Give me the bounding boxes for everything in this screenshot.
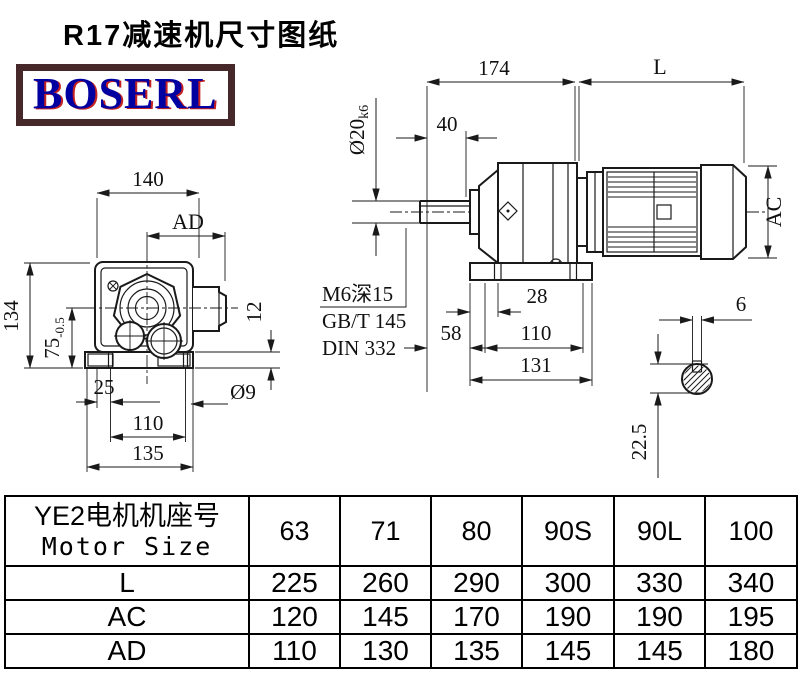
motor-body [602,167,702,257]
front-view-outline [84,250,238,384]
table-cell: 225 [248,565,341,601]
size-col-80: 80 [430,495,523,567]
table-cell: 145 [613,633,706,669]
dim-22-5: 22.5 [627,424,651,461]
table-cell: 290 [430,565,523,601]
table-cell: 120 [248,599,341,635]
row-label-ad: AD [4,633,250,669]
front-view: 140 AD 134 75-0.5 12 [0,167,280,472]
note-gb: GB/T 145 [322,309,406,333]
side-view: 174 L 40 Ø20k6 M6深15 GB/T 145 DIN 332 [320,54,786,392]
dim-140: 140 [132,167,164,191]
dim-ac: AC [761,197,786,228]
note-tap: M6深15 [322,282,393,306]
table-cell: 145 [339,599,432,635]
dim-12: 12 [242,302,266,323]
front-view-dimensions: 140 AD 134 75-0.5 12 [0,167,280,472]
dim-174: 174 [478,56,510,80]
size-col-90s: 90S [521,495,615,567]
dim-110-front: 110 [133,411,164,435]
table-cell: 145 [521,633,615,669]
page-title: R17减速机尺寸图纸 [63,20,340,52]
table-cell: 330 [613,565,706,601]
table-cell: 180 [704,633,798,669]
size-col-71: 71 [339,495,432,567]
dim-ad: AD [172,209,204,234]
side-flange [193,286,227,332]
row-label-ac: AC [4,599,250,635]
table-header-row: YE2电机机座号 Motor Size 63 71 80 90S 90L 100 [4,495,798,567]
size-col-90l: 90L [613,495,706,567]
size-col-100: 100 [704,495,798,567]
side-view-dimensions: 174 L 40 Ø20k6 M6深15 GB/T 145 DIN 332 [320,54,786,392]
shaft-section: 6 22.5 [627,292,752,478]
table-row-ac: AC 120 145 170 190 190 195 [4,599,798,635]
note-din: DIN 332 [322,336,396,360]
dim-28: 28 [527,284,548,308]
dim-d9: Ø9 [230,380,256,404]
dim-134: 134 [0,300,23,332]
table-cell: 260 [339,565,432,601]
technical-drawing: 140 AD 134 75-0.5 12 [0,54,786,478]
fan-cover [700,164,747,260]
table-cell: 190 [521,599,615,635]
logo-text: BOSERL [33,69,218,118]
side-view-outline [352,162,766,281]
table-cell: 340 [704,565,798,601]
keyway [691,360,703,373]
dim-58: 58 [441,321,462,345]
header-en: Motor Size [41,532,213,562]
dim-131: 131 [520,353,552,377]
row-label-l: L [4,565,250,601]
dim-75: 75-0.5 [40,317,67,359]
dim-135: 135 [132,441,164,465]
header-cn: YE2电机机座号 [33,500,221,531]
table-row-ad: AD 110 130 135 145 145 180 [4,633,798,669]
dim-40: 40 [437,112,458,136]
note-leader [320,228,407,308]
table-cell: 195 [704,599,798,635]
table-cell: 135 [430,633,523,669]
table-cell: 110 [248,633,341,669]
dim-25: 25 [94,375,115,399]
table-header-motor-size: YE2电机机座号 Motor Size [4,495,250,567]
dim-110-side: 110 [521,321,552,345]
size-col-63: 63 [248,495,341,567]
table-cell: 190 [613,599,706,635]
table-cell: 170 [430,599,523,635]
table-row-l: L 225 260 290 300 330 340 [4,565,798,601]
dim-6: 6 [736,292,747,316]
table-cell: 130 [339,633,432,669]
mounting-base [469,262,593,281]
table-cell: 300 [521,565,615,601]
dim-shaft: Ø20k6 [345,105,372,155]
input-shaft [419,200,470,224]
motor-size-table: YE2电机机座号 Motor Size 63 71 80 90S 90L 100… [4,495,798,669]
bell-housing [478,167,499,266]
boserl-logo: BOSERL [16,64,235,126]
dim-l: L [653,54,666,79]
